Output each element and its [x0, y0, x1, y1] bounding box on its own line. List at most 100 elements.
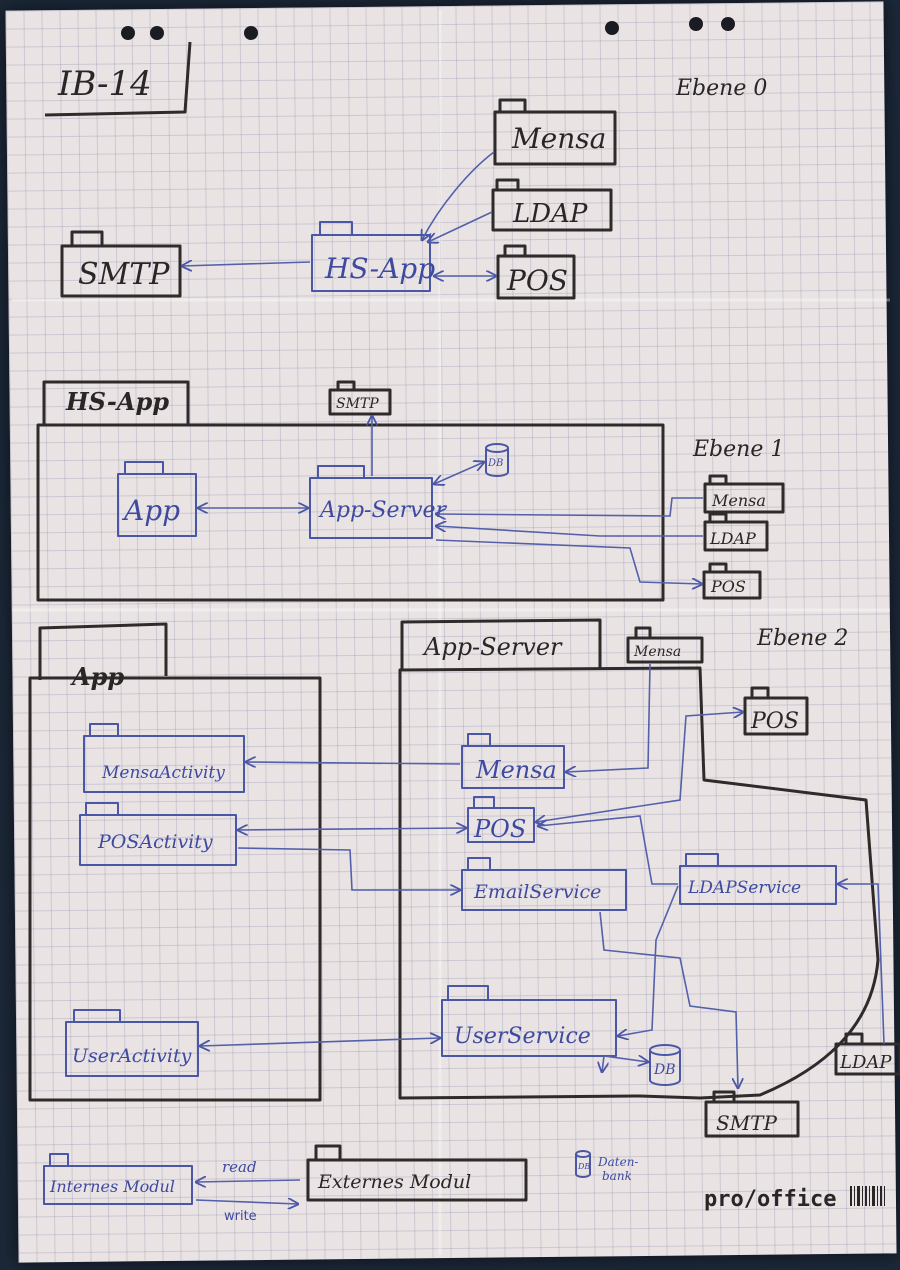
ldap-service-label: LDAPService [687, 878, 801, 898]
l1-app-server-package: App-Server [309, 465, 448, 539]
legend-write-label: write [224, 1209, 257, 1224]
ext-pos-label: POS [506, 264, 568, 297]
legend-read-arrow [196, 1180, 301, 1182]
arrow-userservice-db [602, 1056, 648, 1072]
l1-app-package: App [117, 461, 197, 537]
l1-smtp-package: SMTP [328, 380, 392, 416]
arrow-hsapp-smtp [182, 262, 311, 266]
l2-ext-mensa-package: Mensa [626, 626, 704, 664]
pos-activity-package: POSActivity [79, 802, 237, 866]
mensa-activity-label: MensaActivity [101, 763, 225, 783]
ext-pos-package: POS [496, 244, 576, 300]
l1-db-cylinder: DB [485, 443, 509, 477]
arrow-extmensa-mensa [566, 663, 651, 772]
arrow-mensa-mensaactivity [246, 762, 461, 764]
arrow-pos-extpos [536, 712, 743, 822]
legend-external-module: Externes Modul [306, 1144, 528, 1202]
title-box: IB-14 [44, 41, 192, 117]
hs-app-package: HS-App [311, 221, 435, 292]
arrow-email-smtp [599, 911, 738, 1088]
user-service-package: UserService [441, 985, 617, 1057]
arrow-appserver-db [434, 462, 484, 484]
punch-hole [605, 21, 619, 35]
level0-label: Ebene 0 [675, 76, 767, 101]
l2-ext-ldap-label: LDAP [839, 1052, 892, 1073]
user-service-label: UserService [454, 1024, 591, 1049]
arrow-useractivity-userservice [200, 1038, 440, 1046]
hs-app-label: HS-App [324, 252, 435, 285]
user-activity-label: UserActivity [72, 1045, 192, 1067]
email-service-package: EmailService [461, 857, 627, 911]
pos-service-package: POS [467, 796, 535, 843]
l2-ext-pos-label: POS [750, 709, 799, 734]
legend-db-icon-label: DB [577, 1162, 590, 1171]
punch-hole [721, 17, 735, 31]
ext-smtp-package: SMTP [60, 230, 182, 298]
arrow-appserver-pos [435, 539, 702, 584]
arrow-ldap-appserver [436, 526, 703, 537]
page-title: IB-14 [57, 64, 152, 104]
ext-mensa-package: Mensa [493, 98, 617, 166]
legend-internal-label: Internes Modul [49, 1177, 175, 1196]
arrow-extldap-ldapservice [838, 884, 885, 1045]
l2-ext-mensa-label: Mensa [633, 644, 681, 660]
l1-ext-mensa-package: Mensa [703, 474, 785, 514]
level2-label: Ebene 2 [756, 626, 848, 651]
ext-ldap-package: LDAP [491, 178, 613, 232]
l2-ext-pos-package: POS [743, 686, 809, 736]
pos-activity-label: POSActivity [97, 831, 213, 853]
l1-smtp-label: SMTP [336, 396, 379, 412]
legend-db-icon: DB [575, 1150, 591, 1178]
legend-internal-module: Internes Modul [43, 1153, 193, 1205]
brand-logo: pro/office [704, 1187, 836, 1212]
l2-ext-smtp-package: SMTP [704, 1090, 800, 1138]
level1-label: Ebene 1 [692, 437, 784, 462]
l2-ext-ldap-package: LDAP [834, 1032, 900, 1076]
l2-server-container-label: App-Server [422, 633, 563, 661]
l2-app-container-label: App [70, 662, 124, 691]
l2-db-label: DB [653, 1062, 676, 1078]
l1-app-server-label: App-Server [318, 498, 448, 523]
arrow-mensa-hsapp [422, 151, 495, 240]
l1-ext-ldap-package: LDAP [703, 512, 769, 552]
pos-service-label: POS [473, 815, 526, 843]
arrow-ldap-hsapp [428, 211, 493, 242]
legend-db-label-2: bank [602, 1169, 632, 1183]
legend-external-label: Externes Modul [317, 1171, 471, 1193]
barcode [850, 1186, 885, 1206]
mensa-activity-package: MensaActivity [83, 723, 245, 793]
punch-hole [121, 26, 135, 40]
l1-ext-pos-label: POS [710, 577, 746, 596]
arrow-mensa-appserver [436, 497, 703, 516]
user-activity-package: UserActivity [65, 1009, 199, 1077]
ext-smtp-label: SMTP [78, 257, 170, 292]
arrow-ldapservice-pos [538, 815, 678, 885]
mensa-service-package: Mensa [461, 733, 565, 789]
legend-write-arrow [195, 1200, 298, 1204]
l1-ext-mensa-label: Mensa [711, 491, 766, 510]
punch-hole [689, 17, 703, 31]
legend-read-label: read [222, 1158, 257, 1176]
l2-app-container: App [28, 622, 322, 1102]
l2-db-cylinder: DB [649, 1044, 681, 1086]
arrow-posactivity-email [237, 847, 460, 890]
l1-ext-pos-package: POS [702, 562, 762, 600]
l1-app-label: App [121, 494, 180, 527]
mensa-service-label: Mensa [475, 756, 557, 784]
arrow-posactivity-pos [238, 828, 466, 830]
l1-ext-ldap-label: LDAP [709, 529, 756, 548]
ext-ldap-label: LDAP [512, 199, 588, 229]
email-service-label: EmailService [473, 881, 601, 903]
ldap-service-package: LDAPService [679, 853, 837, 905]
punch-hole [244, 26, 258, 40]
hs-app-container: HS-App [36, 380, 665, 602]
arrow-ldapservice-userservice [618, 885, 679, 1036]
l1-db-label: DB [487, 458, 503, 469]
ext-mensa-label: Mensa [511, 122, 606, 155]
hs-app-container-label: HS-App [65, 387, 169, 416]
l2-ext-smtp-label: SMTP [716, 1111, 778, 1135]
punch-hole [150, 26, 164, 40]
legend-db-label-1: Daten- [597, 1155, 638, 1169]
